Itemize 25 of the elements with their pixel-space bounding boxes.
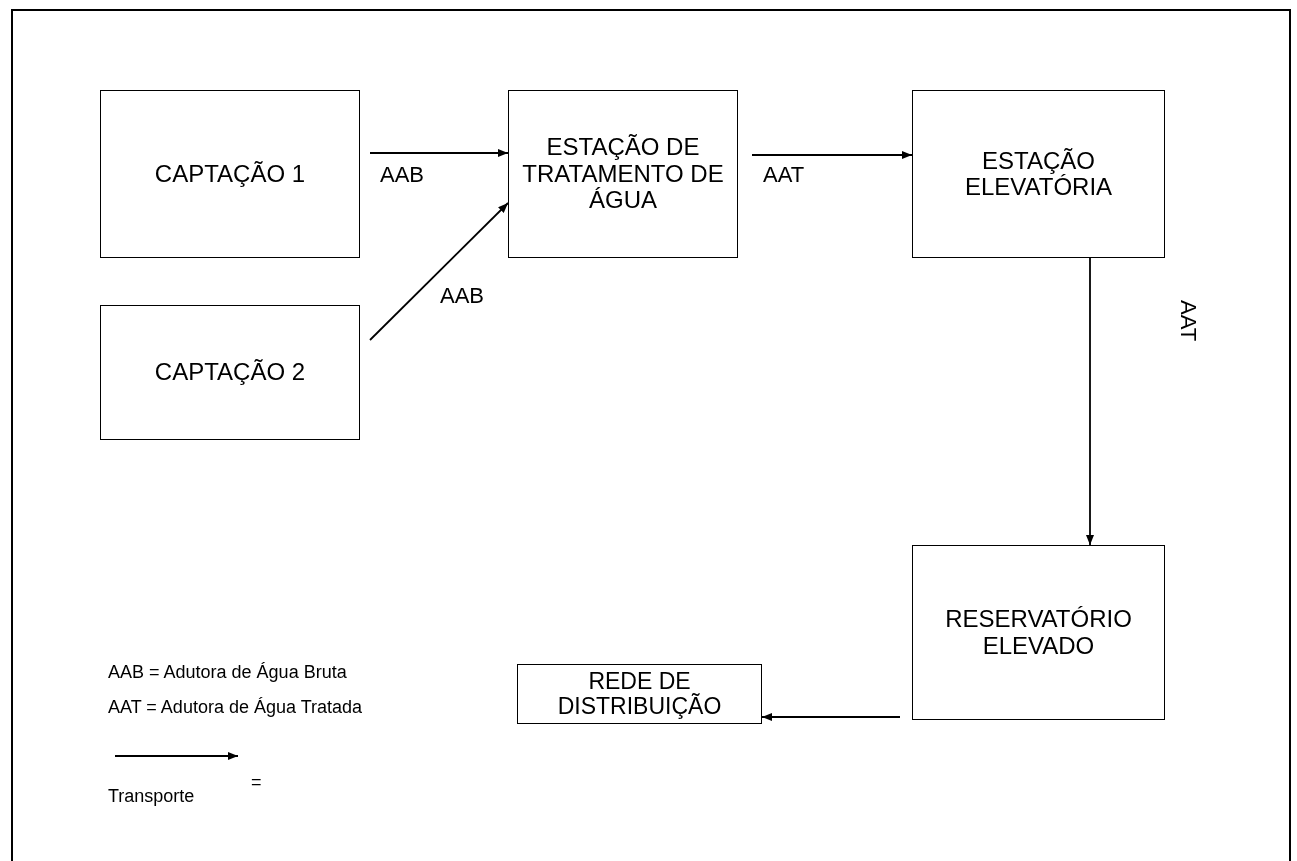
edge-label: AAT [1175, 300, 1201, 342]
edge-label: AAB [380, 162, 425, 188]
process-box [912, 545, 1165, 720]
edge-label: AAT [763, 162, 805, 188]
box-label: RESERVATÓRIO ELEVADO [944, 606, 1133, 659]
box-label: CAPTAÇÃO 2 [154, 359, 306, 386]
arrow [761, 713, 901, 721]
arrow [1086, 257, 1094, 546]
box-label: CAPTAÇÃO 1 [154, 160, 306, 188]
process-box [508, 90, 738, 258]
legend-text: = [251, 772, 262, 793]
box-label: REDE DE DISTRIBUIÇÃO [556, 668, 723, 720]
arrow [369, 149, 509, 157]
arrow [369, 202, 509, 341]
process-box [100, 90, 360, 258]
legend-text: AAT = Adutora de Água Tratada [108, 697, 362, 718]
process-box [100, 305, 360, 440]
box-label: ESTAÇÃO DE TRATAMENTO DE ÁGUA [521, 134, 725, 214]
process-box [912, 90, 1165, 258]
box-label: ESTAÇÃO ELEVATÓRIA [963, 147, 1114, 201]
legend-text: AAB = Adutora de Água Bruta [108, 662, 347, 683]
legend-label: Transporte [108, 786, 195, 807]
edge-label: AAB [440, 283, 485, 309]
process-box [517, 664, 762, 724]
arrow [751, 151, 913, 159]
